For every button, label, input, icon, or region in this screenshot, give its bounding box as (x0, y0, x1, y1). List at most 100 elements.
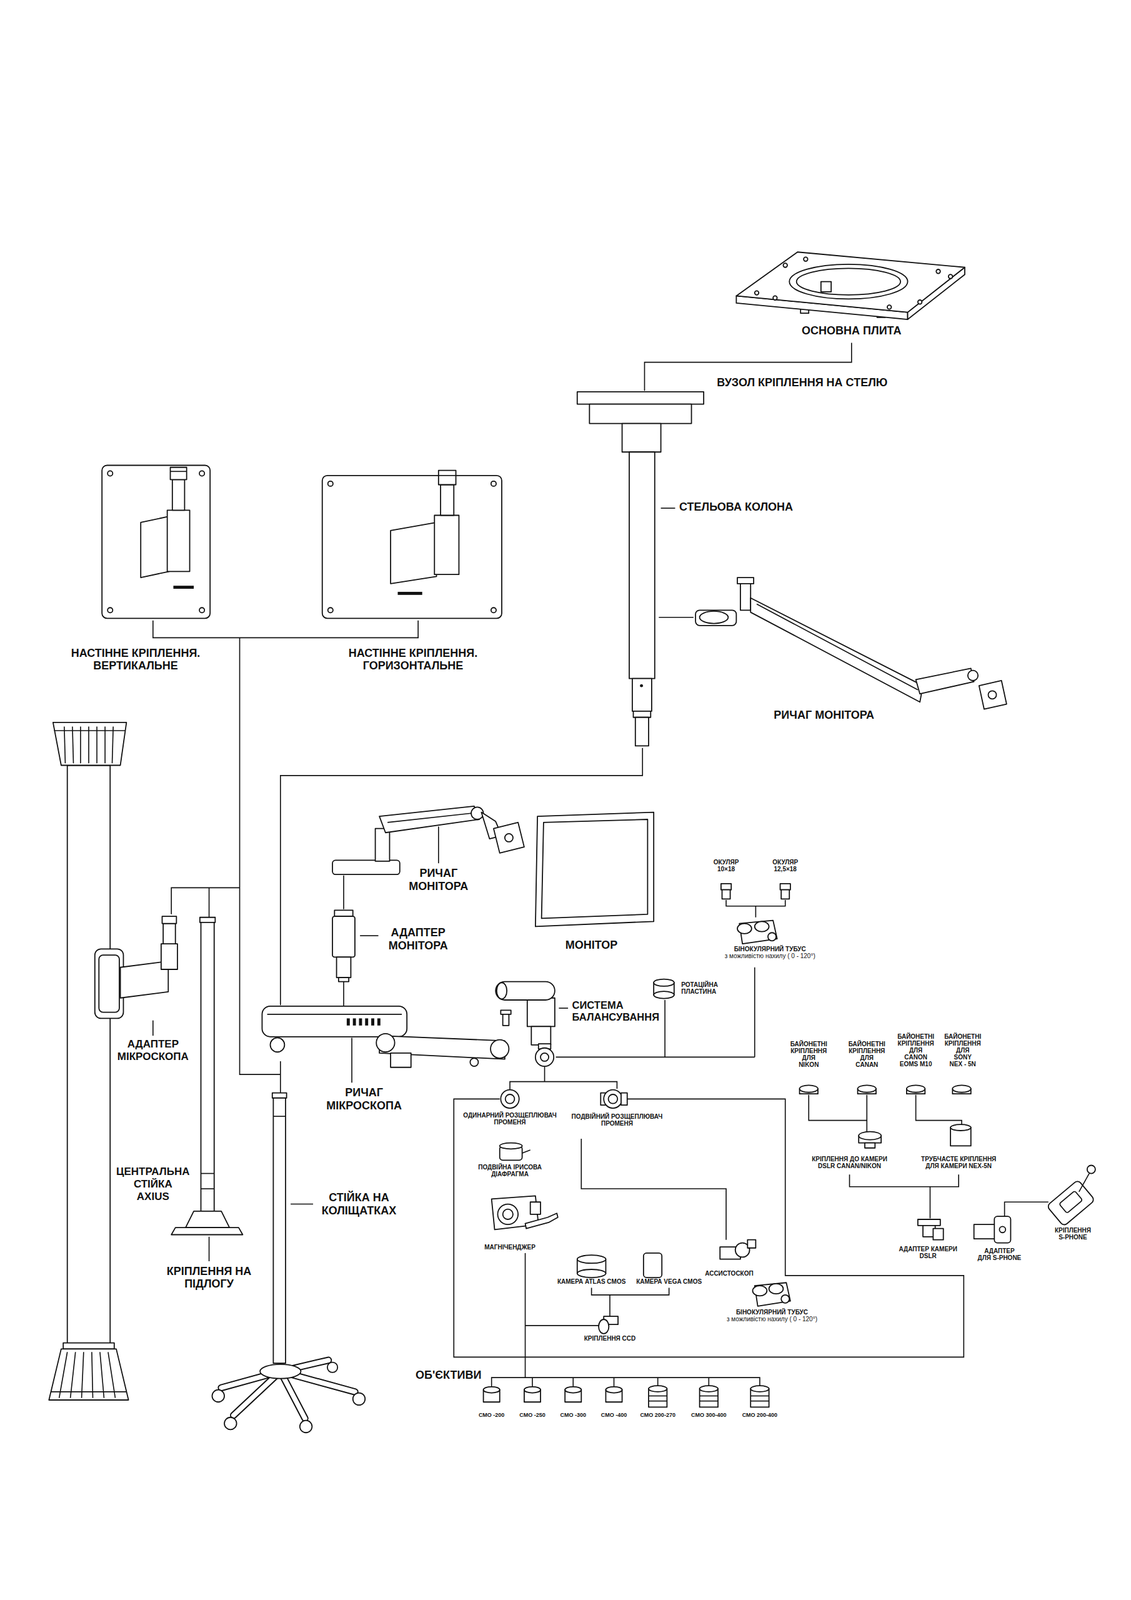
connection-line (754, 967, 756, 1058)
binocular-tube (737, 920, 778, 945)
part-caption: КРІПЛЕННЯ S-PHONE (1054, 1226, 1092, 1241)
eyepiece (721, 883, 732, 890)
part-label: ОСНОВНА ПЛИТА (801, 324, 902, 338)
ceiling-column (629, 451, 655, 678)
connection-line (290, 1203, 314, 1205)
phone-mount (1059, 1190, 1083, 1213)
central-column (70, 1351, 76, 1398)
balancing-system (500, 1009, 511, 1015)
base-plate (936, 269, 941, 274)
part-caption: РОТАЦІЙНА ПЛАСТИНА (681, 981, 718, 995)
microscope-adapter (94, 916, 178, 1018)
wall-mount (107, 607, 113, 613)
connection-line (343, 981, 345, 1007)
wheeled-stand (221, 1359, 355, 1418)
text-line: ПРОМЕНЯ (463, 1118, 557, 1126)
base-plate (772, 295, 778, 300)
microscope-arm (261, 1006, 509, 1068)
connection-line (1004, 1201, 1049, 1216)
text-line: 12,5×18 (772, 865, 798, 873)
dslr-adapter (932, 1228, 943, 1240)
monitor-arm (699, 611, 729, 624)
text-line: АДАПТЕР КАМЕРИ (899, 1245, 958, 1253)
beam-splitter (500, 1089, 627, 1108)
wall-mount (199, 607, 205, 613)
connection-line (491, 1377, 760, 1387)
connection-line (916, 1094, 962, 1127)
wheeled-stand (272, 1092, 287, 1098)
text-line: БАЙОНЕТНІ (848, 1040, 886, 1048)
microscope-arm (270, 1037, 285, 1052)
connection-line (171, 887, 240, 914)
beam-splitter (608, 1094, 618, 1104)
part-caption: БІНОКУЛЯРНИЙ ТУБУС з можливістю нахилу (… (726, 1308, 818, 1323)
text-line: NEX - 5N (944, 1060, 982, 1068)
bayonet-mount (799, 1084, 972, 1094)
microscope-arm (377, 1017, 381, 1025)
lens (648, 1395, 667, 1397)
eyepiece (721, 883, 791, 899)
text-line: КРІПЛЕННЯ (848, 1047, 886, 1055)
text-line: СМО 200-270 (639, 1412, 675, 1419)
monitor (541, 819, 648, 918)
microscope-arm (364, 1017, 369, 1025)
wall-mount (172, 479, 185, 510)
lens (524, 1386, 541, 1393)
binocular-tube (769, 1283, 784, 1294)
monitor-adapter (334, 909, 353, 917)
connection-line (929, 1186, 932, 1219)
magnification-changer (491, 1195, 559, 1230)
binocular-tube (752, 1282, 790, 1306)
part-caption: КРІПЛЕННЯ CCD (584, 1334, 637, 1342)
connection-line (613, 1377, 615, 1387)
text-line: ОКУЛЯР (713, 858, 740, 866)
text-line: ОСНОВНА ПЛИТА (801, 324, 902, 338)
central-column (59, 1351, 68, 1398)
microscope-arm (353, 1017, 357, 1025)
monitor-adapter (332, 909, 355, 982)
part-label: ЦЕНТРАЛЬНА СТІЙКА AXIUS (116, 1165, 190, 1203)
monitor-arm (695, 577, 1007, 710)
central-column (104, 726, 106, 763)
text-line: DSLR CANAN/NIKON (811, 1162, 888, 1170)
camera-mount (864, 1142, 875, 1148)
central-column (51, 1390, 127, 1393)
floor-mount (201, 920, 215, 1211)
text-line: СМО -300 (560, 1412, 587, 1419)
connection-line (866, 1094, 868, 1132)
central-column (91, 1351, 94, 1398)
monitor-arm (387, 812, 472, 823)
lens (750, 1400, 769, 1402)
text-line: КРІПЛЕННЯ CCD (584, 1334, 637, 1342)
part-caption: СМО 300-400 (691, 1412, 727, 1419)
base-plate (917, 299, 923, 305)
part-caption: СМО -300 (560, 1412, 587, 1419)
wall-mount (173, 585, 194, 589)
connection-line (726, 899, 786, 907)
central-column (79, 726, 82, 763)
central-column (99, 1351, 105, 1398)
microscope-adapter (163, 923, 176, 945)
wall-mount (101, 464, 210, 618)
monitor-arm (332, 859, 400, 875)
microscope-arm (371, 1017, 375, 1025)
text-line: КРІПЛЕННЯ (944, 1039, 982, 1047)
binocular-tube (737, 923, 752, 934)
monitor-arm (967, 670, 978, 681)
microscope-adapter (161, 943, 178, 970)
camera-mount (858, 1131, 882, 1140)
connection-line (755, 906, 757, 918)
central-column (88, 726, 90, 763)
part-caption: ПОДВІЙНА ІРИСОВА ДІАФРАГМА (478, 1163, 542, 1178)
text-line: ДІАФРАГМА (478, 1170, 542, 1178)
monitor-arm (916, 667, 975, 694)
ceiling-column (632, 678, 652, 712)
monitor-arm (750, 597, 923, 703)
base-plate (821, 281, 832, 292)
wall-mount (101, 464, 210, 618)
connection-line (555, 1056, 755, 1058)
base-plate (796, 268, 901, 295)
wheeled-stand (221, 1359, 355, 1418)
wall-mount (390, 522, 437, 584)
